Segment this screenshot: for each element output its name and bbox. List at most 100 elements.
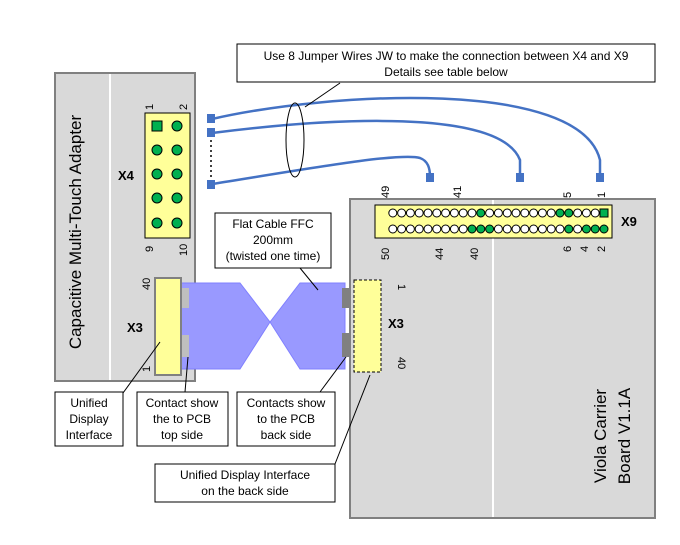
x9-pin [458, 224, 468, 234]
x9-pin [511, 224, 521, 234]
contact-top-callout-text-2: the to PCB [153, 412, 211, 426]
x9-pin [405, 224, 415, 234]
contact-back-callout-box [236, 391, 336, 447]
carrier-board [349, 198, 656, 519]
x4-pin-1 [151, 120, 163, 132]
x9-pin [599, 224, 609, 234]
x9-connector [374, 204, 613, 239]
x9-pin [397, 224, 407, 234]
x9-pin [441, 208, 451, 218]
x9-pin [555, 224, 565, 234]
unified-callout-text-2: Display [69, 412, 108, 426]
x9-pin [432, 224, 442, 234]
back-side-callout-box [154, 463, 336, 503]
x9-label: X9 [621, 214, 637, 229]
adapter-x3-connector [154, 277, 182, 376]
x9-pin [423, 208, 433, 218]
x4-pin [171, 168, 183, 180]
x9-pin [441, 224, 451, 234]
x9-pin [573, 208, 583, 218]
adapter-title: Capacitive Multi-Touch Adapter [66, 114, 85, 349]
carrier-x3-label: X3 [388, 316, 404, 331]
x9-pin [564, 208, 574, 218]
wire-end [516, 173, 524, 182]
x9-bottom-label-6: 6 [562, 246, 574, 252]
back-side-callout-text-2: on the back side [201, 484, 289, 498]
x9-top-label-5: 5 [562, 192, 574, 198]
wire-bundle-ellipse [285, 102, 305, 178]
x9-pin [397, 208, 407, 218]
x9-pin [590, 208, 600, 218]
x4-pin-label-10: 10 [178, 244, 190, 256]
x4-pin [171, 192, 183, 204]
contact-top-callout-box [136, 391, 229, 447]
carrier-x3-connector [353, 279, 382, 373]
cable-contact-back [342, 333, 350, 357]
x9-top-label-49: 49 [380, 186, 392, 198]
x9-pin [414, 208, 424, 218]
x4-pin [171, 144, 183, 156]
x9-pin [449, 224, 459, 234]
x9-pin [414, 224, 424, 234]
wire-end [207, 180, 215, 189]
x9-pin [467, 208, 477, 218]
x9-pin [529, 208, 539, 218]
contact-back-callout-text-2: to the PCB [257, 412, 315, 426]
x9-pin [581, 208, 591, 218]
unified-callout-text-1: Unified [70, 396, 107, 410]
x4-pin-label-1: 1 [144, 104, 156, 110]
x4-pin [151, 192, 163, 204]
x9-pin [546, 224, 556, 234]
contact-back-callout-line [319, 356, 347, 393]
x9-pin [502, 224, 512, 234]
x9-pin [546, 208, 556, 218]
x4-pin [151, 217, 163, 229]
x9-pin [537, 208, 547, 218]
unified-callout-text-3: Interface [66, 428, 113, 442]
x9-pin [485, 224, 495, 234]
wire-end [596, 173, 604, 182]
x9-pin [529, 224, 539, 234]
carrier-title-line1: Viola Carrier [591, 389, 610, 484]
x9-top-label-1: 1 [596, 192, 608, 198]
x9-pin [432, 208, 442, 218]
x9-bottom-label-40: 40 [469, 248, 481, 260]
adapter-x3-label: X3 [127, 320, 143, 335]
x9-pin [511, 208, 521, 218]
carrier-x3-pin-label-1: 1 [395, 284, 407, 290]
x9-pin [476, 208, 486, 218]
x9-pin [573, 224, 583, 234]
flat-cable [179, 282, 346, 370]
jumper-wires [211, 96, 602, 186]
x9-bottom-label-44: 44 [434, 248, 446, 260]
contact-back-callout-text-1: Contacts show [247, 396, 326, 410]
unified-callout-box [54, 391, 124, 447]
x9-pin [476, 224, 486, 234]
contact-top-callout-text-1: Contact show [146, 396, 219, 410]
x9-bottom-label-4: 4 [579, 246, 591, 252]
x4-label: X4 [118, 168, 135, 183]
x9-pin [423, 224, 433, 234]
wire-end [426, 173, 434, 182]
ffc-callout-box [214, 212, 332, 269]
x9-pin [485, 208, 495, 218]
carrier-title-line2: Board V1.1A [615, 387, 634, 484]
jumper-callout-box [236, 43, 656, 83]
wire-end [207, 128, 215, 137]
contact-back-callout-text-3: back side [261, 428, 312, 442]
adapter-x3-pin-label-40: 40 [141, 278, 153, 290]
cable-contact-back [342, 288, 350, 308]
x9-pin [405, 208, 415, 218]
x9-pin [467, 224, 477, 234]
jumper-wire [211, 96, 602, 177]
x9-pin [564, 224, 574, 234]
contact-top-callout-text-3: top side [161, 428, 203, 442]
x4-pin-label-2: 2 [178, 104, 190, 110]
back-side-callout-line [334, 374, 371, 465]
jumper-callout-line [304, 82, 341, 108]
x9-bottom-label-2: 2 [596, 246, 608, 252]
unified-callout-line [122, 341, 161, 394]
x9-pin [537, 224, 547, 234]
x9-pin [590, 224, 600, 234]
